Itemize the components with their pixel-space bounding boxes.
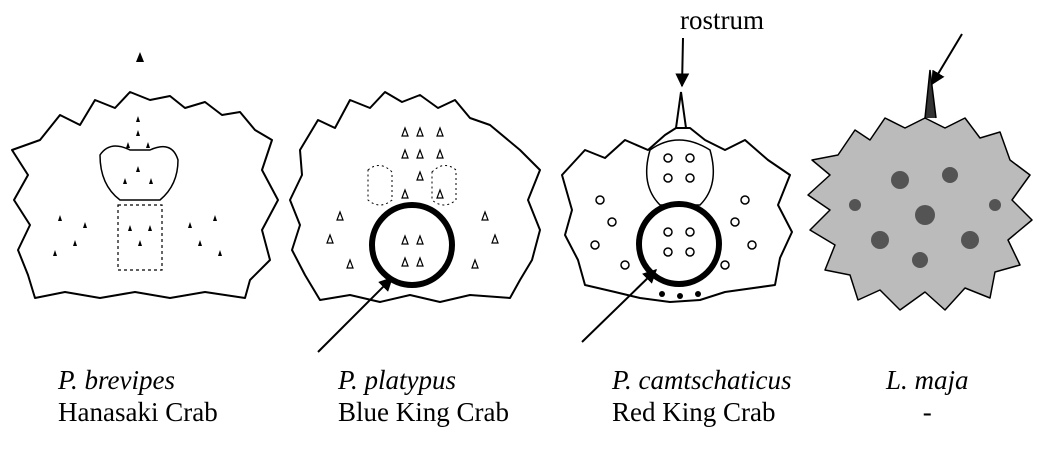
carapace-maja	[808, 34, 1032, 310]
caption-brevipes: P. brevipes Hanasaki Crab	[58, 364, 218, 428]
species-name: L. maja	[886, 364, 969, 396]
rostrum-label: rostrum	[680, 4, 764, 36]
species-name: P. camtschaticus	[612, 364, 791, 396]
caption-maja: L. maja -	[886, 364, 969, 428]
arrow-platypus	[318, 278, 392, 352]
arrow-maja	[932, 34, 962, 84]
carapace-platypus	[290, 92, 540, 352]
species-name: P. platypus	[338, 364, 509, 396]
highlight-circle-camtschaticus	[639, 204, 719, 284]
highlight-circle-platypus	[372, 205, 452, 285]
species-name: P. brevipes	[58, 364, 218, 396]
rostrum-spike	[676, 92, 686, 128]
carapace-brevipes	[12, 52, 278, 298]
common-name: Hanasaki Crab	[58, 396, 218, 428]
arrow-camtschaticus	[582, 270, 656, 342]
common-name: Red King Crab	[612, 396, 791, 428]
common-name: -	[886, 396, 969, 428]
caption-platypus: P. platypus Blue King Crab	[338, 364, 509, 428]
common-name: Blue King Crab	[338, 396, 509, 428]
arrow-rostrum	[682, 38, 683, 86]
carapace-camtschaticus	[562, 38, 792, 342]
caption-camtschaticus: P. camtschaticus Red King Crab	[612, 364, 791, 428]
